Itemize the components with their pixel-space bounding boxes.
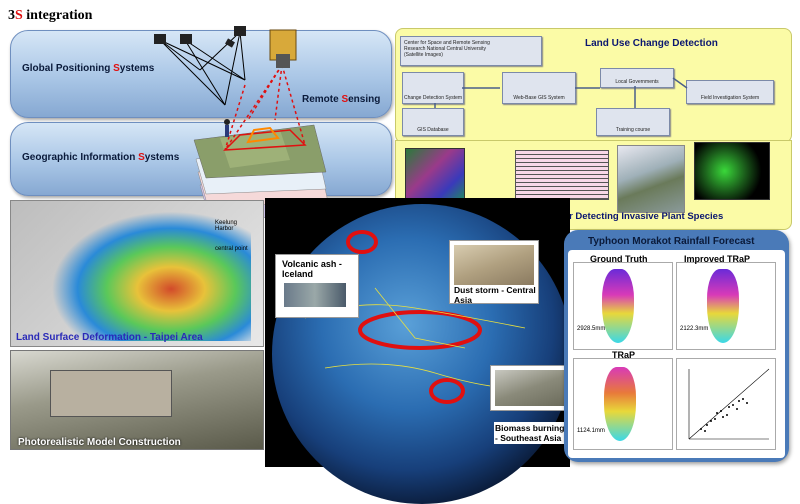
gps-band bbox=[10, 30, 392, 118]
dust-label: Dust storm - Central Asia bbox=[454, 285, 536, 305]
scatter-points bbox=[700, 398, 748, 432]
event-markers bbox=[304, 230, 526, 404]
scatter-svg bbox=[688, 368, 770, 440]
satellite-icon bbox=[154, 26, 246, 48]
ground-truth-map bbox=[573, 262, 673, 350]
flow-box-gis-db: GIS Database bbox=[402, 108, 464, 136]
improved-trap-map bbox=[676, 262, 776, 350]
flow-box-webgis: Web-Base GIS System bbox=[502, 72, 576, 104]
improved-trap-label: Improved TRaP bbox=[684, 254, 751, 264]
volcanic-label: Volcanic ash - Iceland bbox=[282, 259, 342, 279]
deformation-map bbox=[10, 200, 264, 347]
gps-signal-lines bbox=[159, 31, 246, 106]
satellite-illustration bbox=[154, 26, 331, 220]
trap-label: TRaP bbox=[612, 350, 636, 360]
building-block bbox=[50, 370, 172, 417]
flow-box-training: Training course bbox=[596, 108, 670, 136]
page-title: 3S integration bbox=[8, 8, 93, 23]
flow-box-change-detection: Change Detection System bbox=[402, 72, 464, 104]
flow-box-field: Field Investigation System bbox=[686, 80, 774, 104]
scatter-plot bbox=[676, 358, 776, 450]
central-point-label: central point bbox=[215, 246, 248, 252]
footprint-outline bbox=[223, 129, 307, 151]
typhoon-title: Typhoon Morakot Rainfall Forecast bbox=[588, 236, 755, 247]
person-icon bbox=[224, 119, 230, 137]
flow-arrows bbox=[434, 77, 688, 108]
satellite-scene bbox=[617, 145, 685, 213]
iceland-marker bbox=[346, 230, 378, 254]
flow-box-center: Center for Space and Remote Sensing Rese… bbox=[400, 36, 542, 66]
biomass-label: Biomass burning - Southeast Asia bbox=[494, 422, 570, 444]
dust-card: Dust storm - Central Asia bbox=[449, 240, 539, 305]
hyperspectral-title: Hyper spectral Image Analysis for Detect… bbox=[420, 211, 724, 222]
ground-truth-label: Ground Truth bbox=[590, 254, 648, 264]
trap-map bbox=[573, 358, 673, 450]
rs-label: Remote Sensing bbox=[302, 94, 381, 105]
gps-label: Global Positioning Systems bbox=[22, 63, 155, 74]
spectral-stack bbox=[515, 150, 609, 200]
remote-sensing-beam bbox=[224, 64, 306, 151]
volcanic-card: Volcanic ash - Iceland bbox=[275, 254, 359, 318]
land-use-title: Land Use Change Detection bbox=[585, 38, 718, 49]
photoreal-caption: Photorealistic Model Construction bbox=[18, 437, 181, 448]
trap-value: 1124.1mm bbox=[577, 428, 605, 434]
southeast-asia-marker bbox=[429, 378, 465, 404]
remote-sensing-satellite-icon bbox=[269, 29, 297, 68]
keelung-label: Keelung Harbor bbox=[215, 220, 238, 232]
deformation-caption: Land Surface Deformation - Taipei Area bbox=[16, 332, 203, 343]
central-asia-marker bbox=[358, 310, 482, 350]
classification-map bbox=[694, 142, 770, 200]
improved-trap-value: 2122.3mm bbox=[680, 326, 709, 332]
ground-truth-value: 2928.5mm bbox=[577, 326, 606, 332]
biomass-card bbox=[490, 365, 572, 411]
gis-label: Geographic Information Systems bbox=[22, 152, 180, 163]
